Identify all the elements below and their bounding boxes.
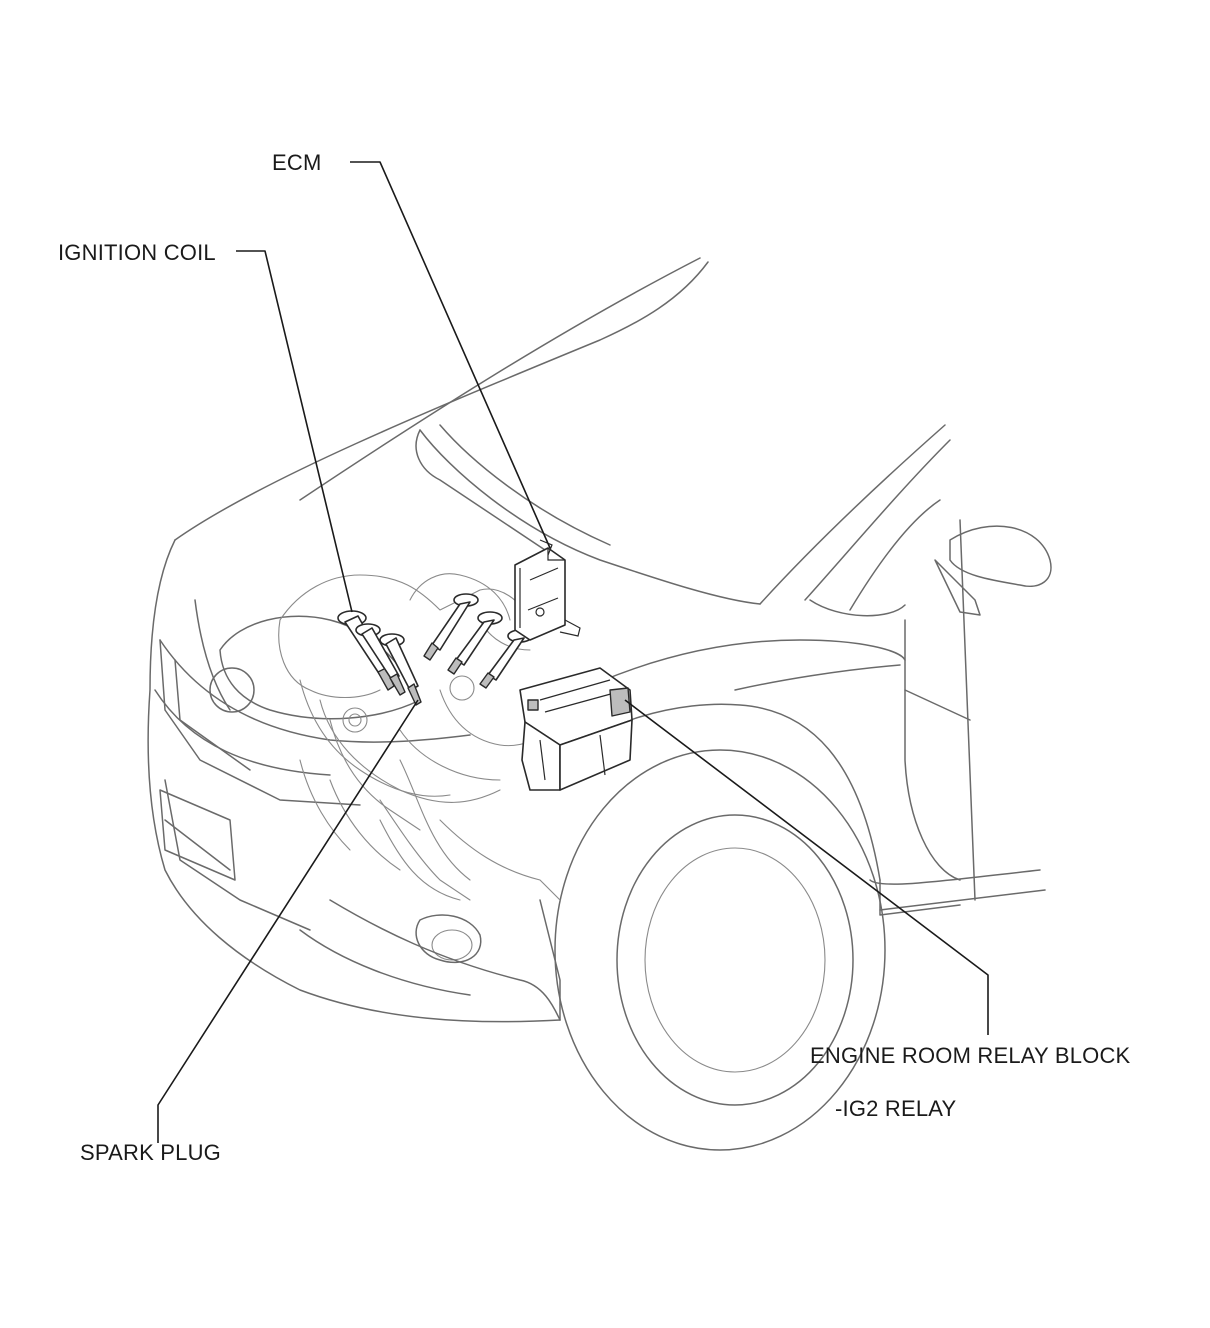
ignition-coil-4 bbox=[423, 593, 479, 661]
ignition-coil-5 bbox=[447, 611, 503, 675]
spark-plug-leader-line bbox=[157, 699, 419, 1143]
ecm-label: ECM bbox=[272, 150, 322, 175]
relay-block-label: ENGINE ROOM RELAY BLOCK bbox=[810, 1043, 1131, 1068]
leader-lines bbox=[157, 161, 989, 1143]
ignition-coil-3 bbox=[379, 633, 422, 706]
ignition-coil-group bbox=[337, 593, 533, 706]
ig2-relay-label: -IG2 RELAY bbox=[835, 1096, 957, 1121]
relay-block-leader-line bbox=[624, 699, 989, 1035]
engine-sketch bbox=[278, 573, 556, 901]
ignition-coil-6 bbox=[479, 629, 533, 689]
ignition-coil-leader-line bbox=[236, 250, 353, 613]
car-body-outline bbox=[147, 257, 1052, 1151]
ignition-coil-label: IGNITION COIL bbox=[58, 240, 216, 265]
ecm-leader-line bbox=[350, 161, 551, 549]
relay-block-unit bbox=[519, 667, 633, 791]
ignition-coil-2 bbox=[355, 623, 406, 696]
ecm-unit bbox=[514, 539, 581, 641]
spark-plug-label: SPARK PLUG bbox=[80, 1140, 221, 1165]
